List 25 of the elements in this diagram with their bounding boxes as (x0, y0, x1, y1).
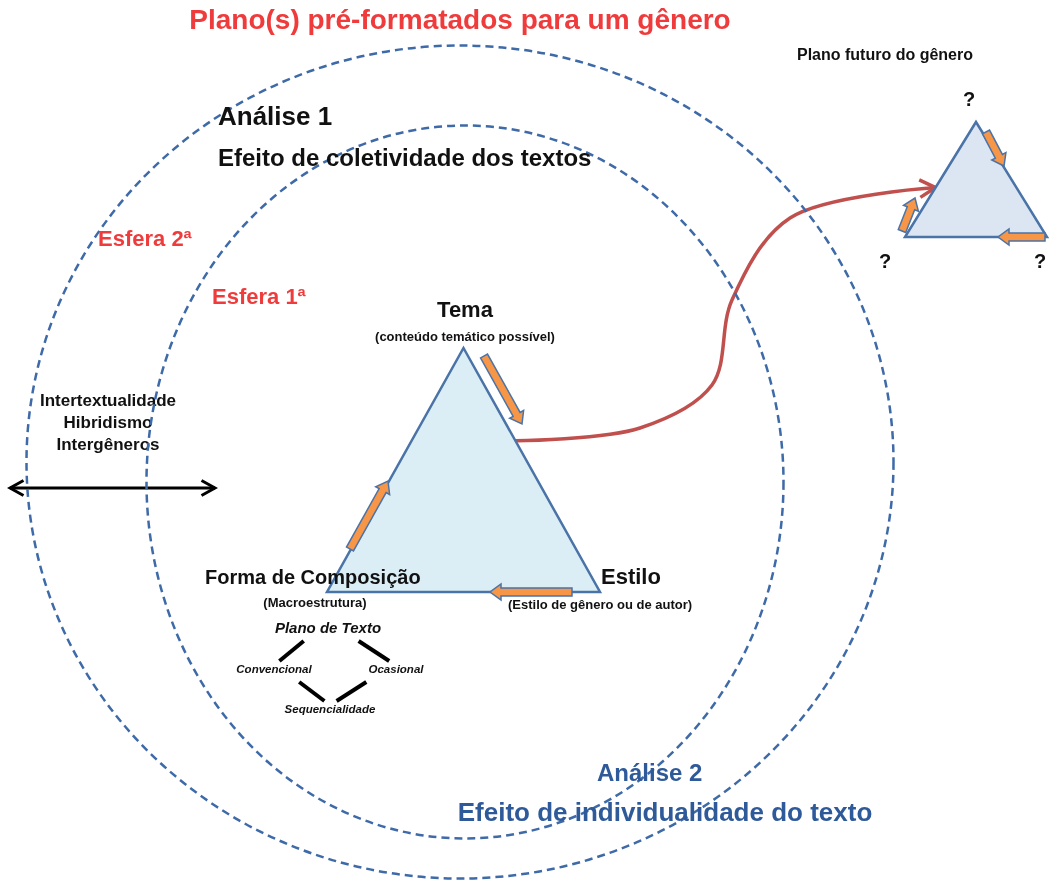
plane-title: Plano(s) pré-formatados para um gênero (188, 4, 732, 37)
vertex-subtitle: (Estilo de gênero ou de autor) (508, 598, 694, 613)
connector-line (298, 680, 326, 703)
tree-label: Sequencialidade (283, 703, 377, 717)
future-plan-label: Plano futuro do gênero (796, 46, 974, 65)
tree-label: Plano de Texto (273, 619, 383, 637)
sphere-label: Esfera 2ª (98, 226, 193, 252)
connector-line (357, 639, 391, 663)
vertex-subtitle: (conteúdo temático possível) (374, 330, 556, 345)
connector-line (335, 680, 368, 703)
analysis-heading: Análise 1 (218, 100, 334, 133)
vertex-label: Tema (436, 297, 494, 323)
question-mark: ? (877, 250, 893, 273)
tree-label: Ocasional (367, 663, 425, 677)
edge-label: Intertextualidade Hibridismo Intergêneros (38, 390, 177, 457)
vertex-label: Estilo (601, 564, 662, 590)
tree-label: Convencional (235, 663, 313, 677)
vertex-subtitle: (Macroestrutura) (262, 596, 368, 611)
connector-line (8, 479, 217, 497)
question-mark: ? (1032, 250, 1048, 273)
analysis-subtitle: Efeito de coletividade dos textos (218, 143, 593, 173)
question-mark: ? (961, 88, 977, 111)
connector-line (278, 639, 305, 663)
sphere-label: Esfera 1ª (212, 284, 307, 310)
analysis-heading: Análise 2 (597, 758, 704, 788)
